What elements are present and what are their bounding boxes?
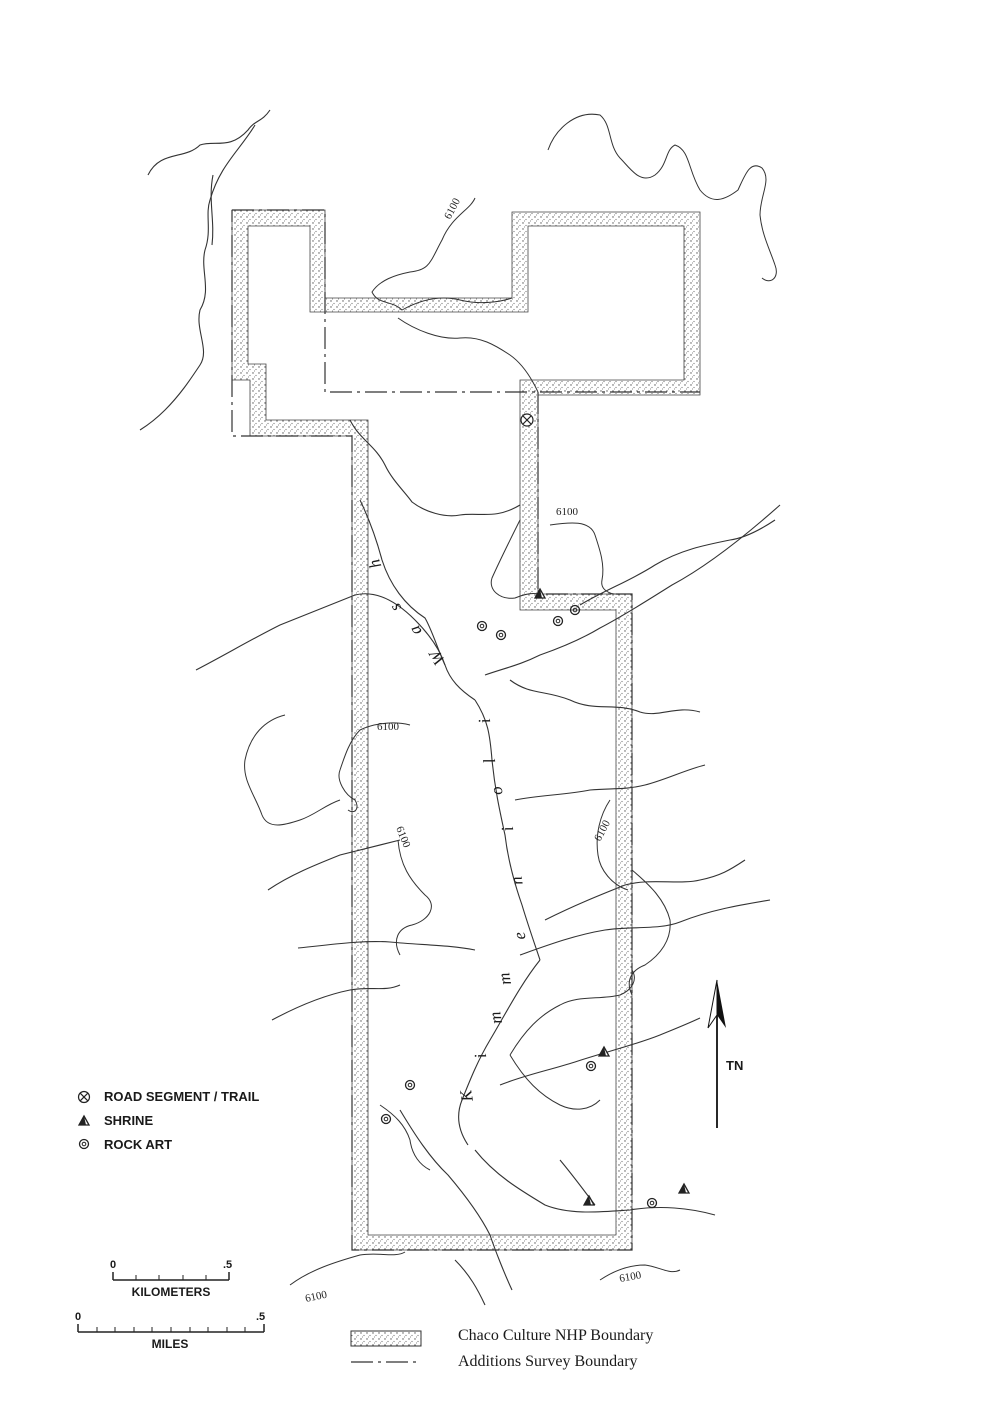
road-segment-icon [77,1090,91,1104]
wash-letter: l [480,757,500,765]
contour-label: 6100 [592,818,613,843]
wash-letter: e [509,930,529,941]
mi-scale-unit: MILES [152,1337,189,1351]
mi-scale-end: .5 [256,1311,265,1323]
contour-label: 6100 [618,1269,642,1285]
shrine-icon [677,1182,691,1194]
legend-label-rock-art: ROCK ART [104,1137,172,1152]
contour-label: 6100 [304,1289,329,1305]
wash-letter: a [405,622,426,639]
rock-art-icon [569,604,581,616]
north-arrow: TN [707,979,743,1128]
rock-art-icon [380,1113,392,1125]
wash-letter: i [475,717,495,725]
rock-art-icon [646,1197,658,1209]
scale-bar-kilometers: 0 .5 KILOMETERS [110,1259,232,1299]
wash-letter: i [471,1052,491,1060]
legend-label-nhp-boundary: Chaco Culture NHP Boundary [458,1327,653,1344]
site-symbols [380,413,691,1209]
symbol-legend: ROAD SEGMENT / TRAIL SHRINE ROCK ART [77,1089,259,1152]
wash-letter: i [498,825,518,833]
additions-survey-boundary [231,209,700,1251]
wash-letter: o [486,785,506,797]
mi-scale-start: 0 [75,1311,81,1323]
contour-label: 6100 [377,721,400,733]
wash-letter: s [385,600,405,616]
contour-label: 6100 [442,196,463,221]
km-scale-unit: KILOMETERS [132,1285,211,1299]
shrine-icon [597,1045,611,1057]
wash-letter: m [485,1010,506,1025]
contour-label: 6100 [393,825,413,850]
legend-label-road-segment: ROAD SEGMENT / TRAIL [104,1089,259,1104]
km-scale-start: 0 [110,1259,116,1271]
rock-art-icon [404,1079,416,1091]
scale-bar-miles: 0 .5 MILES [75,1311,265,1351]
legend-label-survey-boundary: Additions Survey Boundary [458,1353,638,1370]
shrine-icon [77,1114,91,1126]
km-scale-end: .5 [223,1259,232,1271]
north-arrow-label: TN [726,1058,743,1073]
north-arrow-icon [707,979,726,1128]
contour-lines [244,113,777,1286]
wash-letter: n [506,875,526,887]
legend-label-shrine: SHRINE [104,1113,153,1128]
shrine-icon [582,1194,596,1206]
rock-art-icon [78,1138,90,1150]
drainages [139,109,781,1306]
wash-letter: m [494,971,515,986]
wash-letter: K [456,1087,477,1104]
rock-art-icon [552,615,564,627]
road-segment-icon [520,413,534,427]
shrine-icon [533,587,547,599]
rock-art-icon [495,629,507,641]
rock-art-icon [476,620,488,632]
wash-name: K i m m e n i o l i W a s h [364,557,529,1105]
boundary-legend: Chaco Culture NHP Boundary Additions Sur… [350,1327,653,1370]
contour-labels: 6100 6100 6100 6100 6100 6100 6100 [304,196,643,1305]
contour-label: 6100 [556,506,579,518]
nhp-boundary-swatch [350,1330,422,1347]
rock-art-icon [585,1060,597,1072]
